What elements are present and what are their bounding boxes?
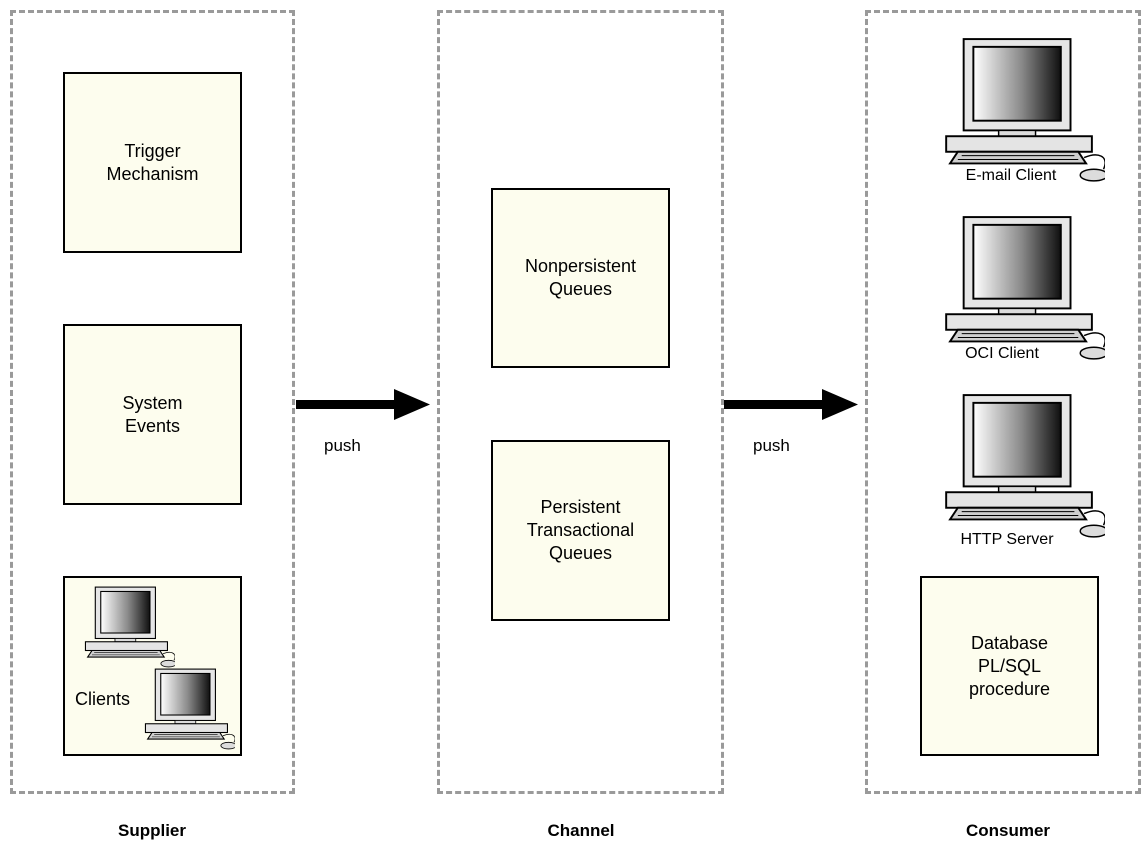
- push-arrow-right: [724, 389, 858, 420]
- email-client-label: E-mail Client: [965, 167, 1057, 184]
- push-arrow-left: [296, 389, 430, 420]
- consumer-label: Consumer: [965, 821, 1051, 840]
- computer-icon: [935, 214, 1105, 362]
- http-server-label: HTTP Server: [960, 531, 1054, 548]
- channel-label: Channel: [547, 821, 615, 840]
- trigger-mechanism-box: Trigger Mechanism: [63, 72, 242, 253]
- computer-icon: [935, 392, 1105, 540]
- computer-icon: [77, 586, 177, 668]
- computer-icon: [935, 36, 1105, 184]
- clients-box: Clients: [63, 576, 242, 756]
- system-events-box: System Events: [63, 324, 242, 505]
- oci-client-label: OCI Client: [965, 345, 1039, 362]
- nonpersistent-queues-box: Nonpersistent Queues: [491, 188, 670, 368]
- push-label-left: push: [324, 436, 361, 455]
- push-label-right: push: [753, 436, 790, 455]
- clients-label: Clients: [75, 689, 131, 709]
- computer-icon: [137, 668, 237, 750]
- database-plsql-procedure-box: Database PL/SQL procedure: [920, 576, 1099, 756]
- supplier-panel: [10, 10, 295, 794]
- supplier-label: Supplier: [117, 821, 186, 840]
- consumer-panel: [865, 10, 1141, 794]
- channel-panel: [437, 10, 724, 794]
- persistent-transactional-queues-box: Persistent Transactional Queues: [491, 440, 670, 621]
